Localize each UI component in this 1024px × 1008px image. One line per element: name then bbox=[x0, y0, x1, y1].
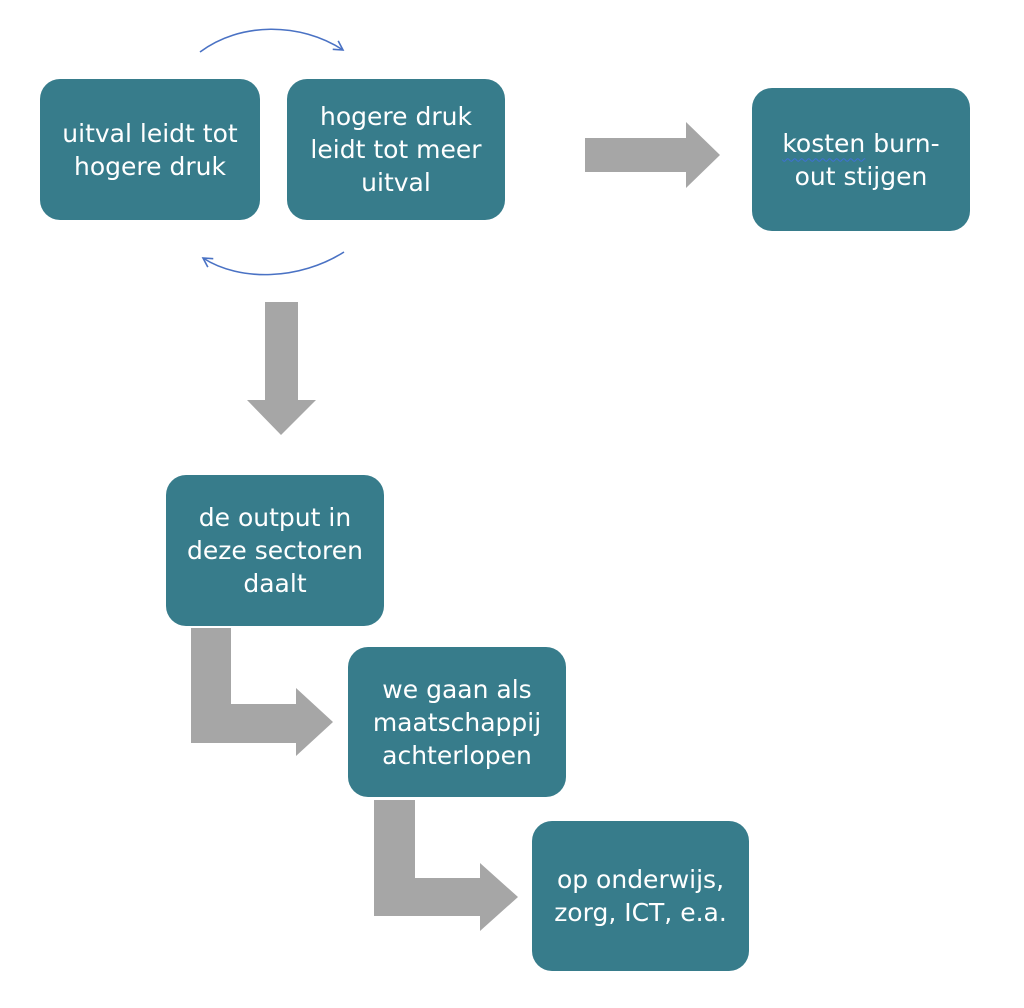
cycle-arrow-top bbox=[199, 28, 345, 53]
node-achterlopen: we gaan als maatschappij achterlopen bbox=[348, 647, 566, 797]
block-arrow-right bbox=[585, 122, 720, 188]
node-kosten-line2: out stijgen bbox=[794, 161, 928, 191]
node-kosten-line1-rest: burn- bbox=[865, 128, 940, 158]
node-kosten-label: kosten burn-out stijgen bbox=[782, 127, 939, 193]
node-kosten: kosten burn-out stijgen bbox=[752, 88, 970, 231]
node-onderwijs: op onderwijs, zorg, ICT, e.a. bbox=[532, 821, 749, 971]
node-uitval-label: uitval leidt tot hogere druk bbox=[62, 118, 238, 181]
node-druk-label: hogere druk leidt tot meer uitval bbox=[310, 102, 482, 197]
bent-arrow-output-to-achterlopen bbox=[191, 628, 333, 756]
node-output-label: de output in deze sectoren daalt bbox=[187, 503, 363, 598]
block-arrow-down bbox=[247, 302, 316, 435]
node-output: de output in deze sectoren daalt bbox=[166, 475, 384, 626]
node-kosten-first-word: kosten bbox=[782, 128, 866, 158]
node-onderwijs-label: op onderwijs, zorg, ICT, e.a. bbox=[554, 865, 727, 927]
node-druk: hogere druk leidt tot meer uitval bbox=[287, 79, 505, 220]
node-achterlopen-label: we gaan als maatschappij achterlopen bbox=[372, 674, 542, 770]
cycle-arrow-bottom bbox=[201, 251, 345, 276]
node-uitval: uitval leidt tot hogere druk bbox=[40, 79, 260, 220]
bent-arrow-achterlopen-to-onderwijs bbox=[374, 800, 518, 931]
